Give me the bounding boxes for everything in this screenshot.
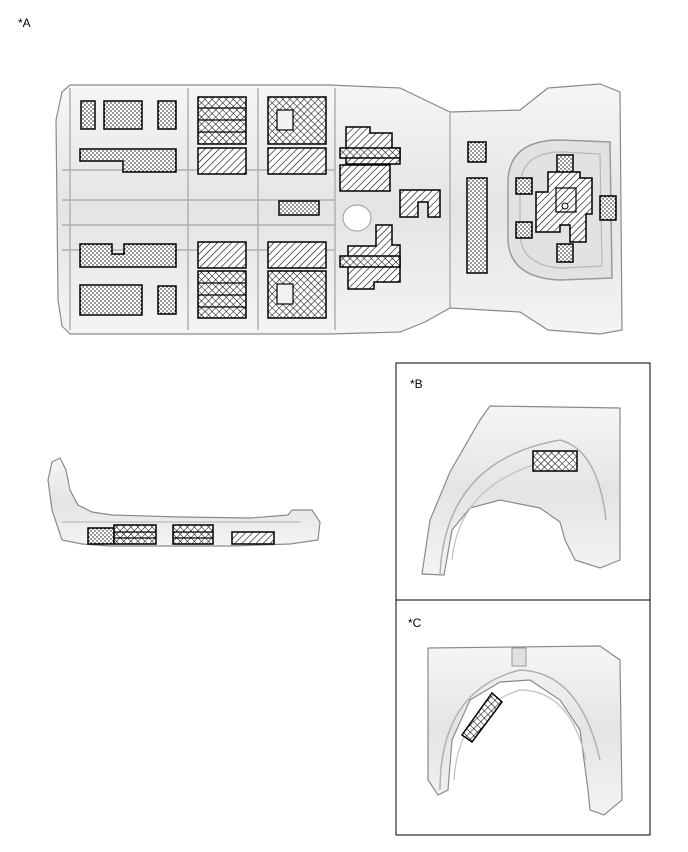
pad-dotted xyxy=(157,285,177,315)
floor-hole xyxy=(342,204,372,232)
pad-stripes xyxy=(198,107,246,133)
pad-dotted xyxy=(80,100,96,130)
wheelhouse-c-pad-mount xyxy=(511,647,527,667)
side-pad-hatched xyxy=(231,531,275,545)
pad-dotted xyxy=(157,100,177,130)
pad-dotted xyxy=(79,284,143,316)
pad-dotted xyxy=(599,195,617,221)
pad-stripes xyxy=(198,282,246,308)
view-label-a: *A xyxy=(18,16,31,30)
pad-dotted xyxy=(466,177,488,274)
pad-dotted xyxy=(79,148,177,173)
pad-dotted xyxy=(103,100,143,130)
wheelhouse-view-b xyxy=(421,405,621,576)
pad-hatched xyxy=(267,147,327,175)
pad-dotted xyxy=(556,154,574,174)
pad-dotted xyxy=(515,177,533,195)
view-label-b: *B xyxy=(410,377,423,391)
pad-cutout xyxy=(276,109,294,131)
pad-hatched xyxy=(267,241,327,269)
pad-dotted xyxy=(79,243,177,268)
floor-pan-view xyxy=(55,83,623,335)
side-pad-cross xyxy=(172,524,214,545)
pad-hatched xyxy=(339,164,391,192)
wheelhouse-b-body xyxy=(421,405,621,576)
pad-hatched xyxy=(197,147,247,175)
side-body xyxy=(47,457,321,547)
pad-cutout xyxy=(276,283,294,305)
side-pad-cross xyxy=(113,524,157,545)
pad-cross xyxy=(339,255,401,268)
pad-dotted xyxy=(515,221,533,239)
pad-dotted xyxy=(467,141,487,163)
view-label-c: *C xyxy=(408,616,422,630)
wheelhouse-c-pad xyxy=(460,691,504,744)
pad-hatched xyxy=(399,189,441,218)
wheelhouse-view-c xyxy=(427,645,623,816)
pad-cross xyxy=(339,147,401,159)
pad-dotted xyxy=(278,200,320,216)
side-view xyxy=(47,457,321,547)
wheelhouse-b-pad xyxy=(532,450,578,472)
wheelhouse-c-body xyxy=(427,645,623,816)
pad-hatched xyxy=(197,241,247,269)
detail-frame-c xyxy=(395,599,651,836)
side-pad-dotted xyxy=(87,527,115,545)
pad-dotted xyxy=(556,243,574,263)
